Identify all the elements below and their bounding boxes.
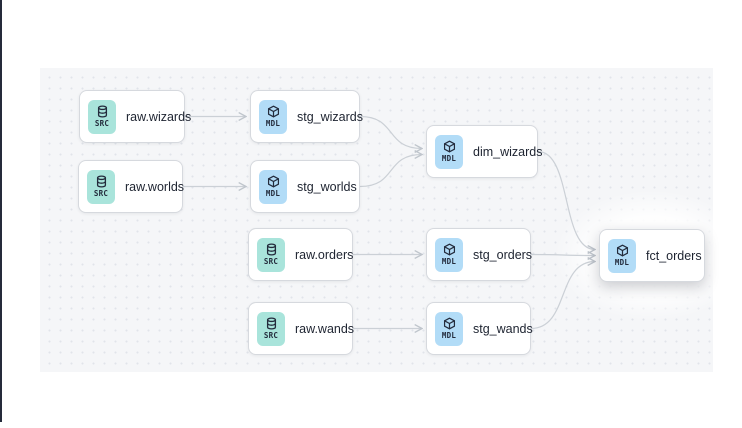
- mdl-badge: MDL: [435, 311, 463, 346]
- left-edge-strip: [0, 0, 2, 422]
- database-icon: [97, 105, 107, 118]
- lineage-node-raw_wands[interactable]: SRC raw.wands: [248, 302, 355, 355]
- badge-label: MDL: [265, 189, 281, 198]
- badge-label: MDL: [441, 257, 457, 266]
- lineage-node-raw_worlds[interactable]: SRC raw.worlds: [78, 160, 185, 213]
- edge-stg_wizards-to-dim_wizards: [359, 115, 422, 149]
- src-badge: SRC: [88, 99, 116, 134]
- badge-label: MDL: [441, 154, 457, 163]
- mdl-badge: MDL: [435, 237, 463, 272]
- mdl-badge: MDL: [608, 238, 636, 273]
- mdl-badge: MDL: [435, 134, 463, 169]
- node-label: stg_wands: [473, 321, 533, 336]
- lineage-node-stg_worlds[interactable]: MDL stg_worlds: [250, 160, 360, 213]
- node-label: raw.wands: [295, 321, 355, 336]
- badge-label: MDL: [614, 258, 630, 267]
- edge-stg_worlds-to-dim_wizards: [359, 155, 422, 188]
- edge-stg_wands-to-fct_orders: [530, 262, 595, 330]
- database-icon: [266, 243, 276, 256]
- node-label: stg_orders: [473, 247, 533, 262]
- mdl-badge: MDL: [259, 99, 287, 134]
- node-label: raw.wizards: [126, 109, 192, 124]
- node-label: raw.orders: [295, 247, 354, 262]
- badge-label: SRC: [263, 257, 279, 266]
- cube-icon: [443, 243, 455, 256]
- lineage-node-raw_wizards[interactable]: SRC raw.wizards: [79, 90, 191, 143]
- database-icon: [266, 317, 276, 330]
- src-badge: SRC: [87, 169, 115, 204]
- cube-icon: [267, 175, 279, 188]
- cube-icon: [616, 244, 628, 257]
- badge-label: MDL: [441, 331, 457, 340]
- lineage-node-raw_orders[interactable]: SRC raw.orders: [248, 228, 353, 281]
- edges-group: [183, 117, 595, 329]
- node-label: dim_wizards: [473, 144, 543, 159]
- edge-dim_wizards-to-fct_orders: [537, 150, 595, 250]
- mdl-badge: MDL: [259, 169, 287, 204]
- cube-icon: [443, 317, 455, 330]
- database-icon: [96, 175, 106, 188]
- node-label: raw.worlds: [125, 179, 185, 194]
- lineage-node-fct_orders[interactable]: MDL fct_orders: [599, 229, 705, 282]
- lineage-node-dim_wizards[interactable]: MDL dim_wizards: [426, 125, 542, 178]
- node-label: stg_worlds: [297, 179, 357, 194]
- badge-label: MDL: [265, 119, 281, 128]
- src-badge: SRC: [257, 311, 285, 346]
- src-badge: SRC: [257, 237, 285, 272]
- lineage-node-stg_orders[interactable]: MDL stg_orders: [426, 228, 533, 281]
- badge-label: SRC: [263, 331, 279, 340]
- cube-icon: [443, 140, 455, 153]
- badge-label: SRC: [94, 119, 110, 128]
- lineage-node-stg_wands[interactable]: MDL stg_wands: [426, 302, 533, 355]
- edge-layer: [183, 68, 713, 372]
- node-label: fct_orders: [646, 248, 702, 263]
- edge-stg_orders-to-fct_orders: [530, 255, 595, 256]
- badge-label: SRC: [93, 189, 109, 198]
- node-label: stg_wizards: [297, 109, 363, 124]
- cube-icon: [267, 105, 279, 118]
- lineage-node-stg_wizards[interactable]: MDL stg_wizards: [250, 90, 363, 143]
